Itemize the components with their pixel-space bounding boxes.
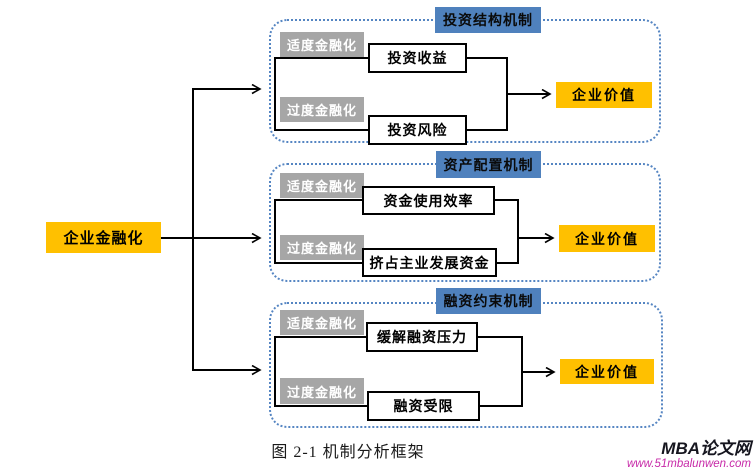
group3-header: 融资约束机制 (436, 288, 541, 314)
group2-header: 资产配置机制 (436, 151, 541, 178)
group1-moderate-label: 适度金融化 (280, 32, 364, 57)
group1-outcome: 企业价值 (556, 82, 652, 108)
group3-excessive-label: 过度金融化 (280, 378, 364, 404)
figure-caption: 图 2-1 机制分析框架 (271, 444, 425, 461)
group1-excessive-label: 过度金融化 (280, 97, 364, 122)
group2-excessive-effect: 挤占主业发展资金 (362, 248, 497, 277)
group2-outcome: 企业价值 (559, 225, 655, 252)
group1-excessive-effect: 投资风险 (368, 115, 467, 145)
group2-left-bracket (274, 199, 362, 264)
group3-moderate-effect: 缓解融资压力 (366, 322, 478, 352)
group3-moderate-label: 适度金融化 (280, 310, 364, 335)
watermark-brand: MBA论文网 (661, 439, 751, 458)
group1-left-bracket (274, 57, 368, 131)
group3-outcome: 企业价值 (560, 359, 654, 384)
group3-right-merge (478, 336, 523, 407)
group1-header: 投资结构机制 (435, 7, 541, 33)
group3-excessive-effect: 融资受限 (367, 391, 480, 421)
node-corporate-financialization: 企业金融化 (46, 222, 161, 253)
group1-moderate-effect: 投资收益 (368, 43, 467, 73)
group1-right-merge (467, 57, 508, 131)
group3-left-bracket (274, 336, 367, 407)
group2-moderate-label: 适度金融化 (280, 173, 364, 198)
watermark: MBA论文网 www.51mbalunwen.com (627, 440, 751, 471)
watermark-url: www.51mbalunwen.com (626, 458, 751, 470)
group2-excessive-label: 过度金融化 (280, 235, 364, 260)
group2-right-merge (495, 199, 519, 264)
group2-moderate-effect: 资金使用效率 (362, 186, 495, 215)
